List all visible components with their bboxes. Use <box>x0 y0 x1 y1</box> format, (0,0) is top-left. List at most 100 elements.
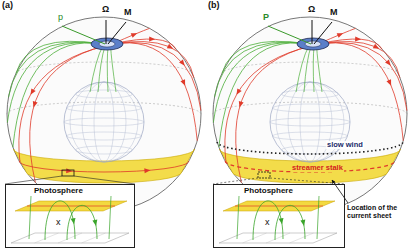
point-label: x <box>56 218 61 228</box>
field-line <box>112 43 197 141</box>
field-line <box>98 46 105 92</box>
sun-meridian <box>82 82 126 162</box>
sun-parallel <box>75 90 132 98</box>
field-arrowhead <box>385 59 393 67</box>
field-arrowhead <box>300 220 306 227</box>
field-line <box>317 46 322 92</box>
inset-title: Photosphere <box>34 187 83 196</box>
rotation-axis <box>106 20 107 44</box>
field-line <box>225 46 311 163</box>
inset-ground <box>213 184 345 248</box>
sun-parallel <box>67 132 142 140</box>
current-sheet-line <box>225 161 395 172</box>
field-line <box>112 42 201 110</box>
field-line <box>236 46 311 183</box>
field-line <box>318 42 400 78</box>
p-axis <box>268 26 311 44</box>
sun-meridian <box>288 82 332 162</box>
sun-meridian <box>276 82 344 162</box>
field-arrowhead <box>337 31 344 38</box>
sphere-panel <box>213 17 407 211</box>
outer-sphere <box>7 17 201 211</box>
field-arrowhead <box>167 44 175 51</box>
figure-label: streamer stalk <box>291 164 344 172</box>
point-label: x <box>265 218 270 228</box>
field-arrowhead <box>149 36 155 41</box>
inset-art <box>213 172 345 248</box>
figure-label: Location of the current sheet <box>346 204 410 219</box>
field-loop <box>275 205 305 240</box>
field-line <box>29 196 31 239</box>
slow-wind-boundary <box>217 142 403 154</box>
magnetic-axis <box>108 22 126 44</box>
field-arrowhead <box>66 168 72 173</box>
inset-box: Photospherex <box>213 184 345 248</box>
field-loop <box>45 201 75 240</box>
field-arrowhead <box>279 218 285 225</box>
p-axis <box>62 26 105 44</box>
magnetic-axis <box>314 22 332 44</box>
back-parallel <box>16 62 193 74</box>
field-line <box>313 46 315 92</box>
zoom-leader <box>74 176 135 184</box>
field-line <box>213 43 309 123</box>
field-line <box>237 196 239 239</box>
rotation-axis <box>312 20 313 44</box>
field-arrowhead <box>28 88 35 96</box>
field-line <box>296 46 309 92</box>
field-arrowhead <box>386 79 393 86</box>
sun-meridian <box>94 82 114 162</box>
figure-label: (a) <box>1 1 14 11</box>
base-grid <box>290 233 314 243</box>
outer-sphere <box>213 17 407 211</box>
polar-cap-inner <box>99 41 115 47</box>
sun-parallel <box>273 104 348 112</box>
figure-label: M <box>329 8 339 18</box>
field-line <box>13 43 103 147</box>
sun-parallel <box>270 118 350 126</box>
inset-box: Photosphere x <box>5 184 135 248</box>
base-grid <box>58 233 82 243</box>
figure-label: p <box>57 13 64 23</box>
field-arrowhead <box>180 79 187 86</box>
figure-label: Ω <box>307 5 316 15</box>
field-arrowhead <box>237 101 244 108</box>
zoom-leader <box>5 176 62 184</box>
figure-label: (b) <box>207 1 221 11</box>
field-line <box>109 196 111 239</box>
zoom-marker <box>258 172 270 178</box>
base-grid <box>35 233 59 243</box>
sun-parallel <box>64 118 144 126</box>
sun-parallel <box>75 146 132 154</box>
back-parallel <box>213 102 407 114</box>
field-line <box>19 46 105 163</box>
field-arrowhead <box>131 31 138 38</box>
figure-label: slow wind <box>326 141 364 149</box>
figure-label: M <box>123 8 133 18</box>
field-arrowhead <box>144 168 150 173</box>
back-parallel <box>222 62 399 74</box>
sun-parallel <box>273 132 348 140</box>
plane-field-line <box>235 206 323 207</box>
zoom-marker <box>62 170 74 176</box>
polar-cap-inner <box>305 41 321 47</box>
field-line <box>30 46 105 183</box>
field-line <box>7 43 103 123</box>
field-arrowhead <box>179 59 187 67</box>
field-line <box>219 43 309 147</box>
base-grid <box>82 233 106 243</box>
sun-parallel <box>67 104 142 112</box>
inset-art <box>5 170 135 248</box>
field-line <box>19 161 189 172</box>
field-line <box>318 42 407 110</box>
inset-ground <box>5 184 135 248</box>
field-line <box>304 46 311 92</box>
field-loop <box>67 205 97 240</box>
field-arrowhead <box>71 218 77 225</box>
field-line <box>111 46 116 92</box>
base-grid <box>243 233 267 243</box>
field-line <box>318 43 403 141</box>
base-grid <box>266 233 290 243</box>
field-line <box>112 42 194 78</box>
sun-meridian <box>70 82 138 162</box>
